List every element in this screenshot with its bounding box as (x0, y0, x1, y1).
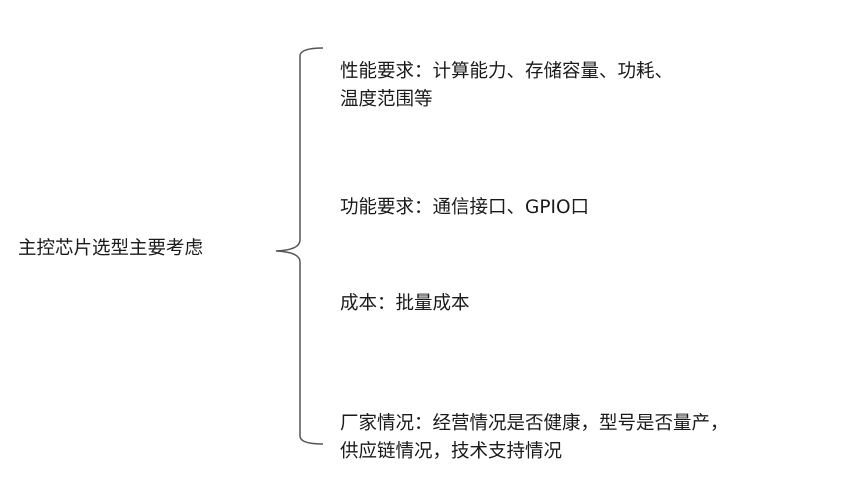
branch-performance: 性能要求：计算能力、存储容量、功耗、 温度范围等 (340, 58, 673, 114)
branch-cost: 成本：批量成本 (340, 290, 470, 318)
branch-line: 性能要求：计算能力、存储容量、功耗、 (340, 61, 674, 82)
branch-line: 供应链情况，技术支持情况 (340, 441, 563, 462)
branch-function: 功能要求：通信接口、GPIO口 (340, 194, 589, 222)
branch-line: 温度范围等 (340, 89, 433, 110)
branch-line: 成本：批量成本 (340, 293, 470, 314)
branch-vendor: 厂家情况：经营情况是否健康，型号是否量产， 供应链情况，技术支持情况 (340, 410, 729, 466)
branch-line: 功能要求：通信接口、GPIO口 (340, 197, 590, 218)
branch-line: 厂家情况：经营情况是否健康，型号是否量产， (340, 413, 729, 434)
root-node: 主控芯片选型主要考虑 (18, 238, 204, 259)
